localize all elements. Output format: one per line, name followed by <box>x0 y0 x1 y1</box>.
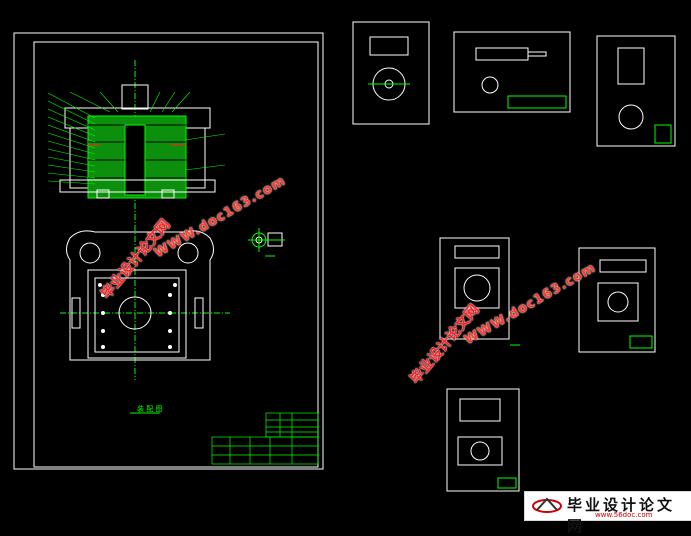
sheet-2[interactable] <box>453 31 571 113</box>
sheet-1[interactable] <box>352 21 430 125</box>
title-block <box>211 412 319 465</box>
die-section-view <box>47 60 226 240</box>
site-logo[interactable]: 毕业设计论文网 www.56doc.com <box>524 491 691 535</box>
part-detail <box>248 228 285 257</box>
assembly-caption: 装 配 图 <box>137 404 162 413</box>
sheet-5[interactable] <box>578 247 656 353</box>
assembly-sheet: 装 配 图 <box>13 32 324 470</box>
die-plan-view <box>60 225 230 380</box>
cad-canvas[interactable]: 装 配 图 <box>0 0 691 521</box>
logo-url: www.56doc.com <box>595 511 653 519</box>
sheet-4[interactable] <box>439 237 520 346</box>
sheet-6[interactable] <box>446 388 520 492</box>
logo-icon <box>532 497 562 513</box>
sheet-3[interactable] <box>596 35 676 147</box>
